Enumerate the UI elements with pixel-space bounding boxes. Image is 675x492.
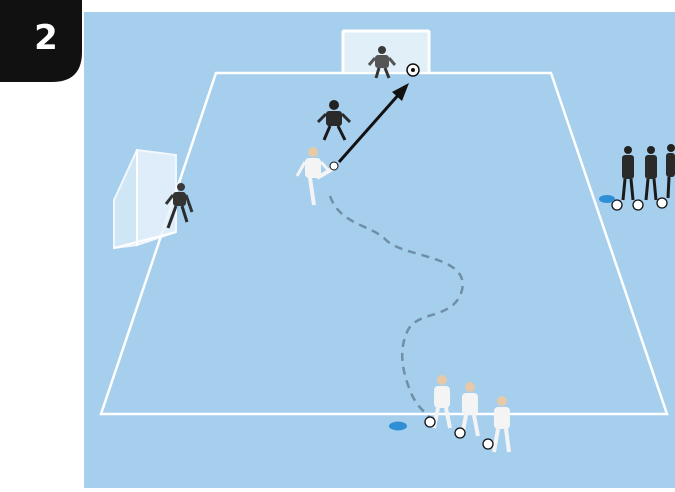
step-badge: 2 xyxy=(0,0,82,82)
ball-in-goal xyxy=(407,64,419,76)
cone-bottom xyxy=(389,422,407,431)
cone-right xyxy=(599,195,615,203)
pitch-background xyxy=(84,12,675,488)
step-number: 2 xyxy=(26,18,66,58)
